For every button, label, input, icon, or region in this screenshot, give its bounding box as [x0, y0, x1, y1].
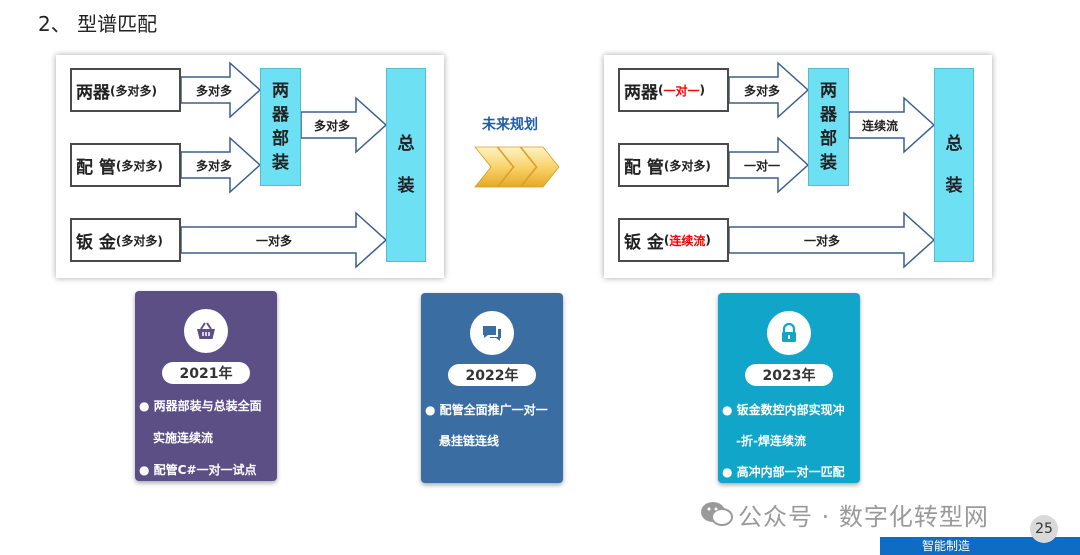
- source-relation: (多对多): [110, 83, 157, 98]
- arrow-label-liangqi: 多对多: [744, 84, 781, 98]
- future-plan-chevrons: [474, 146, 560, 188]
- current-state-panel: 两器 (多对多) 配 管 (多对多) 钣 金 (多对多) 多对多 多对多 一对多…: [56, 55, 444, 278]
- arrow-label-mid: 多对多: [314, 119, 351, 133]
- source-relation-post: ): [699, 83, 705, 97]
- final-assembly-box: 总装: [386, 68, 426, 262]
- arrow-mid: [848, 96, 936, 154]
- mid-box-liangqi-assembly: 两器部装: [260, 68, 301, 186]
- card-icon-circle: [767, 311, 811, 355]
- card-year: 2022年: [448, 364, 536, 386]
- card-line: 实施连续流: [153, 431, 214, 445]
- wechat-icon: [701, 502, 733, 526]
- roadmap-card-2022: 2022年 ● 配管全面推广一对一 悬挂链连线: [421, 293, 563, 483]
- card-icon-circle: [184, 309, 228, 353]
- final-assembly-box: 总装: [934, 68, 974, 262]
- card-icon-circle: [470, 311, 514, 355]
- source-relation-pre: (多对多): [663, 158, 711, 173]
- chat-icon: [483, 326, 501, 341]
- source-relation-highlight: 连续流: [669, 233, 706, 248]
- source-box-liangqi: 两器 (多对多): [70, 68, 181, 112]
- source-name: 配 管: [624, 157, 664, 178]
- future-state-panel: 两器 (一对一) 配 管 (多对多) 钣 金 (连续流) 多对多 一对一 一对多…: [604, 55, 992, 278]
- source-relation: (多对多): [115, 233, 163, 248]
- card-line: -折-焊连续流: [736, 434, 806, 448]
- footer-tag: 智能制造: [922, 539, 971, 553]
- card-line: ● 配管C#一对一试点: [139, 463, 257, 477]
- roadmap-card-2023: 2023年 ● 钣金数控内部实现冲 -折-焊连续流 ● 高冲内部一对一匹配: [718, 293, 860, 483]
- source-name: 两器: [76, 82, 110, 103]
- source-box-peiguan: 配 管 (多对多): [618, 143, 729, 187]
- arrow-peiguan: [728, 136, 810, 194]
- arrow-liangqi: [728, 61, 810, 119]
- final-box-label: 总装: [945, 134, 963, 196]
- future-state-arrows: [728, 61, 936, 269]
- lock-icon: [782, 322, 796, 342]
- card-line: ● 配管全面推广一对一: [425, 403, 548, 417]
- card-line: ● 钣金数控内部实现冲: [722, 403, 845, 417]
- arrow-peiguan: [180, 136, 262, 194]
- source-relation-post: ): [705, 233, 711, 247]
- watermark-text: 公众号 · 数字化转型网: [738, 503, 989, 531]
- source-name: 钣 金: [624, 232, 664, 253]
- source-box-banjin: 钣 金 (连续流): [618, 218, 729, 262]
- card-year: 2021年: [162, 362, 250, 384]
- source-relation-pre: (: [663, 233, 670, 247]
- roadmap-card-2021: 2021年 ● 两器部装与总装全面 实施连续流 ● 配管C#一对一试点: [135, 291, 277, 481]
- future-plan-label: 未来规划: [482, 117, 538, 133]
- card-line: 悬挂链连线: [439, 434, 500, 448]
- arrow-label-mid: 连续流: [862, 119, 899, 133]
- mid-box-liangqi-assembly: 两器部装: [808, 68, 849, 186]
- source-relation-highlight: 一对一: [663, 83, 700, 98]
- arrow-label-banjin: 一对多: [804, 234, 841, 248]
- arrow-label-banjin: 一对多: [256, 234, 293, 248]
- arrow-mid: [300, 96, 388, 154]
- current-state-arrows: [180, 61, 388, 269]
- arrow-label-peiguan: 多对多: [196, 159, 233, 173]
- arrow-banjin: [728, 211, 936, 269]
- card-line: ● 两器部装与总装全面: [139, 399, 262, 413]
- arrow-label-peiguan: 一对一: [744, 159, 781, 173]
- source-name: 两器: [624, 82, 658, 103]
- card-line: ● 高冲内部一对一匹配: [722, 465, 845, 479]
- mid-box-label: 两器部装: [820, 81, 837, 173]
- arrow-banjin: [180, 211, 388, 269]
- page-number: 25: [1030, 515, 1058, 543]
- source-box-banjin: 钣 金 (多对多): [70, 218, 181, 262]
- source-name: 配 管: [76, 157, 116, 178]
- basket-icon: [197, 322, 215, 339]
- footer-bar: [880, 537, 1080, 555]
- source-relation: (多对多): [115, 158, 163, 173]
- page-title: 2、 型谱匹配: [38, 12, 158, 36]
- mid-box-label: 两器部装: [272, 81, 289, 173]
- card-year: 2023年: [745, 364, 833, 386]
- source-relation-pre: (: [658, 83, 664, 97]
- arrow-label-liangqi: 多对多: [196, 84, 233, 98]
- final-box-label: 总装: [397, 134, 415, 196]
- source-box-liangqi: 两器 (一对一): [618, 68, 729, 112]
- source-box-peiguan: 配 管 (多对多): [70, 143, 181, 187]
- arrow-liangqi: [180, 61, 262, 119]
- source-name: 钣 金: [76, 232, 116, 253]
